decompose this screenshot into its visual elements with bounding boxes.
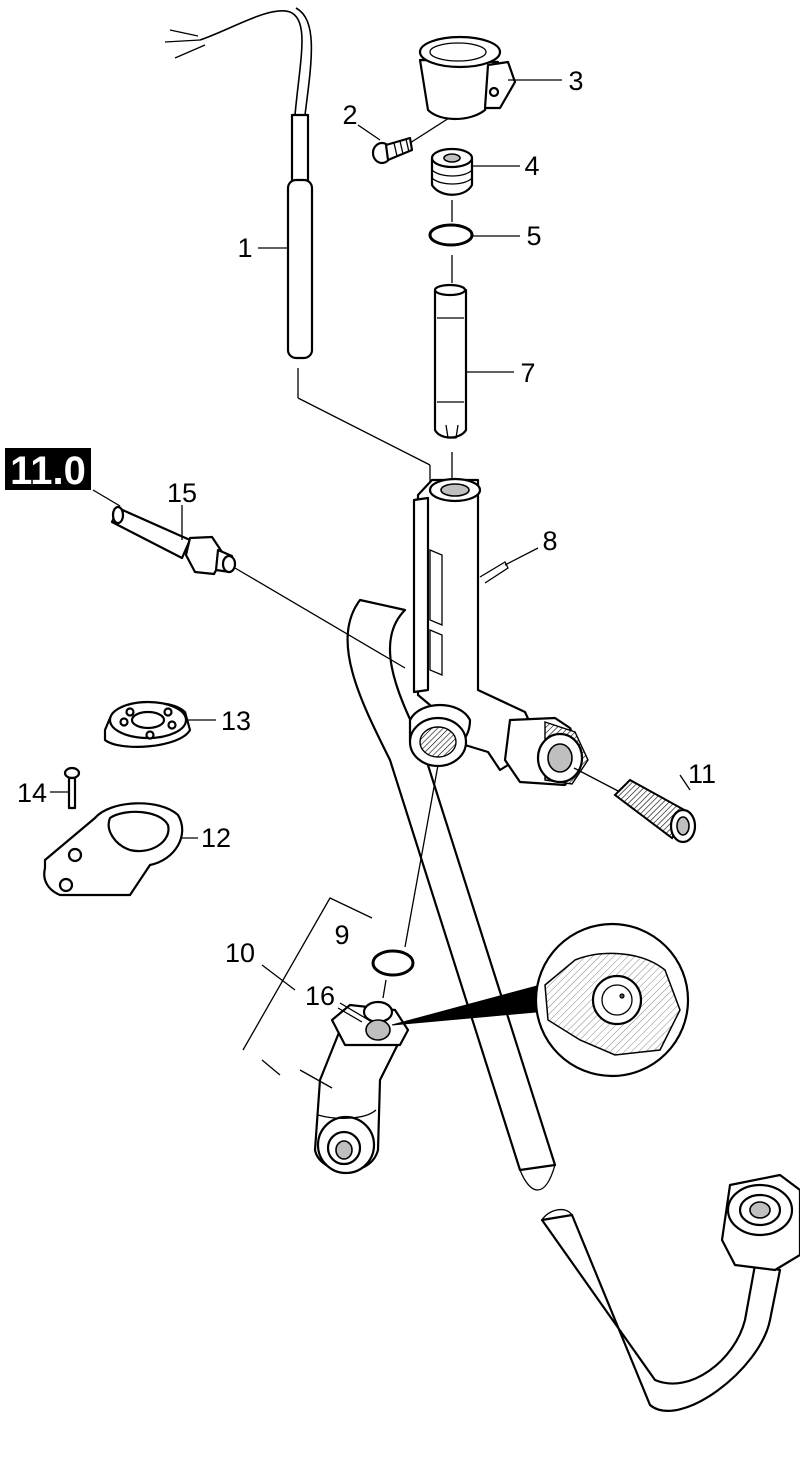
part-2-screw <box>371 136 414 165</box>
part-7-tube <box>433 283 468 439</box>
part-10-valve <box>313 1000 410 1175</box>
part-3-clamp <box>418 35 517 120</box>
part-12-bracket <box>43 802 184 897</box>
callout-7: 7 <box>520 358 535 388</box>
callout-8: 8 <box>542 526 557 556</box>
part-9-o-ring <box>371 949 415 977</box>
callout-4: 4 <box>524 151 539 181</box>
detail-magnifier <box>391 922 690 1078</box>
callout-13: 13 <box>221 706 251 736</box>
callout-16: 16 <box>305 981 335 1011</box>
callouts: 1 2 3 4 5 7 8 9 10 11 12 13 14 15 16 <box>17 66 716 1023</box>
part-8-housing <box>408 477 589 787</box>
callout-3: 3 <box>568 66 583 96</box>
part-13-nut <box>103 700 192 748</box>
part-4-plug <box>430 147 474 196</box>
callout-9: 9 <box>334 920 349 950</box>
callout-10: 10 <box>225 938 255 968</box>
hose <box>346 598 800 1412</box>
section-badge-label: 11.0 <box>10 449 86 493</box>
part-1-sensor <box>164 7 314 360</box>
part-15-fitting <box>110 505 237 576</box>
callout-5: 5 <box>526 221 541 251</box>
part-11-filter <box>613 778 697 844</box>
part-5-o-ring <box>428 223 474 247</box>
callout-12: 12 <box>201 823 231 853</box>
part-14-pin <box>63 766 81 810</box>
callout-14: 14 <box>17 778 47 808</box>
callout-15: 15 <box>167 478 197 508</box>
callout-11: 11 <box>688 759 716 789</box>
callout-2: 2 <box>342 100 357 130</box>
section-badge: 11.0 <box>5 448 91 493</box>
callout-1: 1 <box>237 233 252 263</box>
